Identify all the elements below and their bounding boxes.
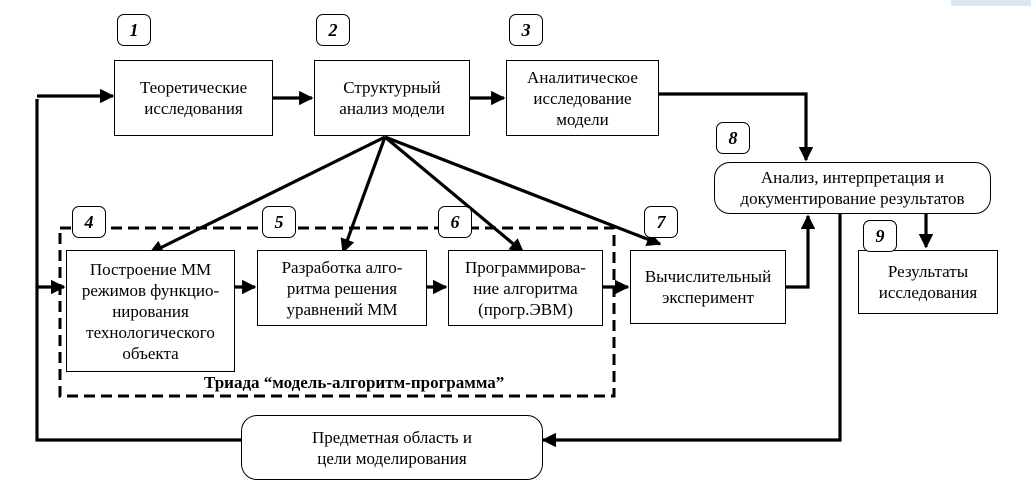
block-8-label: Анализ, интерпретация и документирование… (740, 168, 965, 208)
number-tag-1: 1 (117, 14, 151, 46)
block-1-label: Теоретические исследования (139, 78, 248, 118)
arrow-7-8 (785, 214, 816, 289)
arrow-8-domain (541, 213, 842, 448)
triad-frame (58, 226, 616, 398)
number-tag-5: 5 (262, 206, 296, 238)
block-analytical-research: Аналитическое исследование модели (506, 60, 659, 136)
block-programming: Программирова- ние алгоритма (прогр.ЭВМ) (448, 250, 603, 326)
arrow-2-5 (340, 136, 387, 254)
number-tag-4: 4 (72, 206, 106, 238)
block-5-label: Разработка алго- ритма решения уравнений… (281, 257, 403, 319)
arrow-2-7 (384, 135, 662, 247)
block-research-results: Результаты исследования (858, 250, 998, 314)
arrow-2-6 (383, 135, 525, 254)
number-tag-3: 3 (509, 14, 543, 46)
arrow-2-4 (148, 135, 386, 255)
block-structural-analysis: Структурный анализ модели (314, 60, 470, 136)
block-theoretical-research: Теоретические исследования (114, 60, 273, 136)
block-9-label: Результаты исследования (878, 262, 978, 302)
block-2-label: Структурный анализ модели (339, 78, 445, 118)
number-tag-9: 9 (863, 220, 897, 252)
block-3-label: Аналитическое исследование модели (527, 67, 638, 129)
block-subject-domain: Предметная область и цели моделирования (241, 415, 543, 480)
number-tag-7: 7 (644, 206, 678, 238)
block-4-label: Построение ММ режимов функцио- нирования… (81, 259, 220, 363)
number-tag-8: 8 (716, 122, 750, 154)
number-tag-2: 2 (316, 14, 350, 46)
corner-decoration (951, 0, 1031, 6)
block-algorithm-development: Разработка алго- ритма решения уравнений… (257, 250, 427, 326)
number-tag-6: 6 (438, 206, 472, 238)
arrow-3-8 (658, 92, 814, 162)
block-6-label: Программирова- ние алгоритма (прогр.ЭВМ) (465, 257, 586, 319)
block-7-label: Вычислительный эксперимент (644, 267, 772, 307)
feedback-line (35, 99, 241, 442)
block-computational-experiment: Вычислительный эксперимент (630, 250, 786, 324)
triad-caption: Триада “модель-алгоритм-программа” (204, 373, 505, 393)
block-domain-label: Предметная область и цели моделирования (311, 427, 473, 468)
block-analysis-results: Анализ, интерпретация и документирование… (714, 162, 991, 214)
block-mm-construction: Построение ММ режимов функцио- нирования… (66, 250, 235, 372)
